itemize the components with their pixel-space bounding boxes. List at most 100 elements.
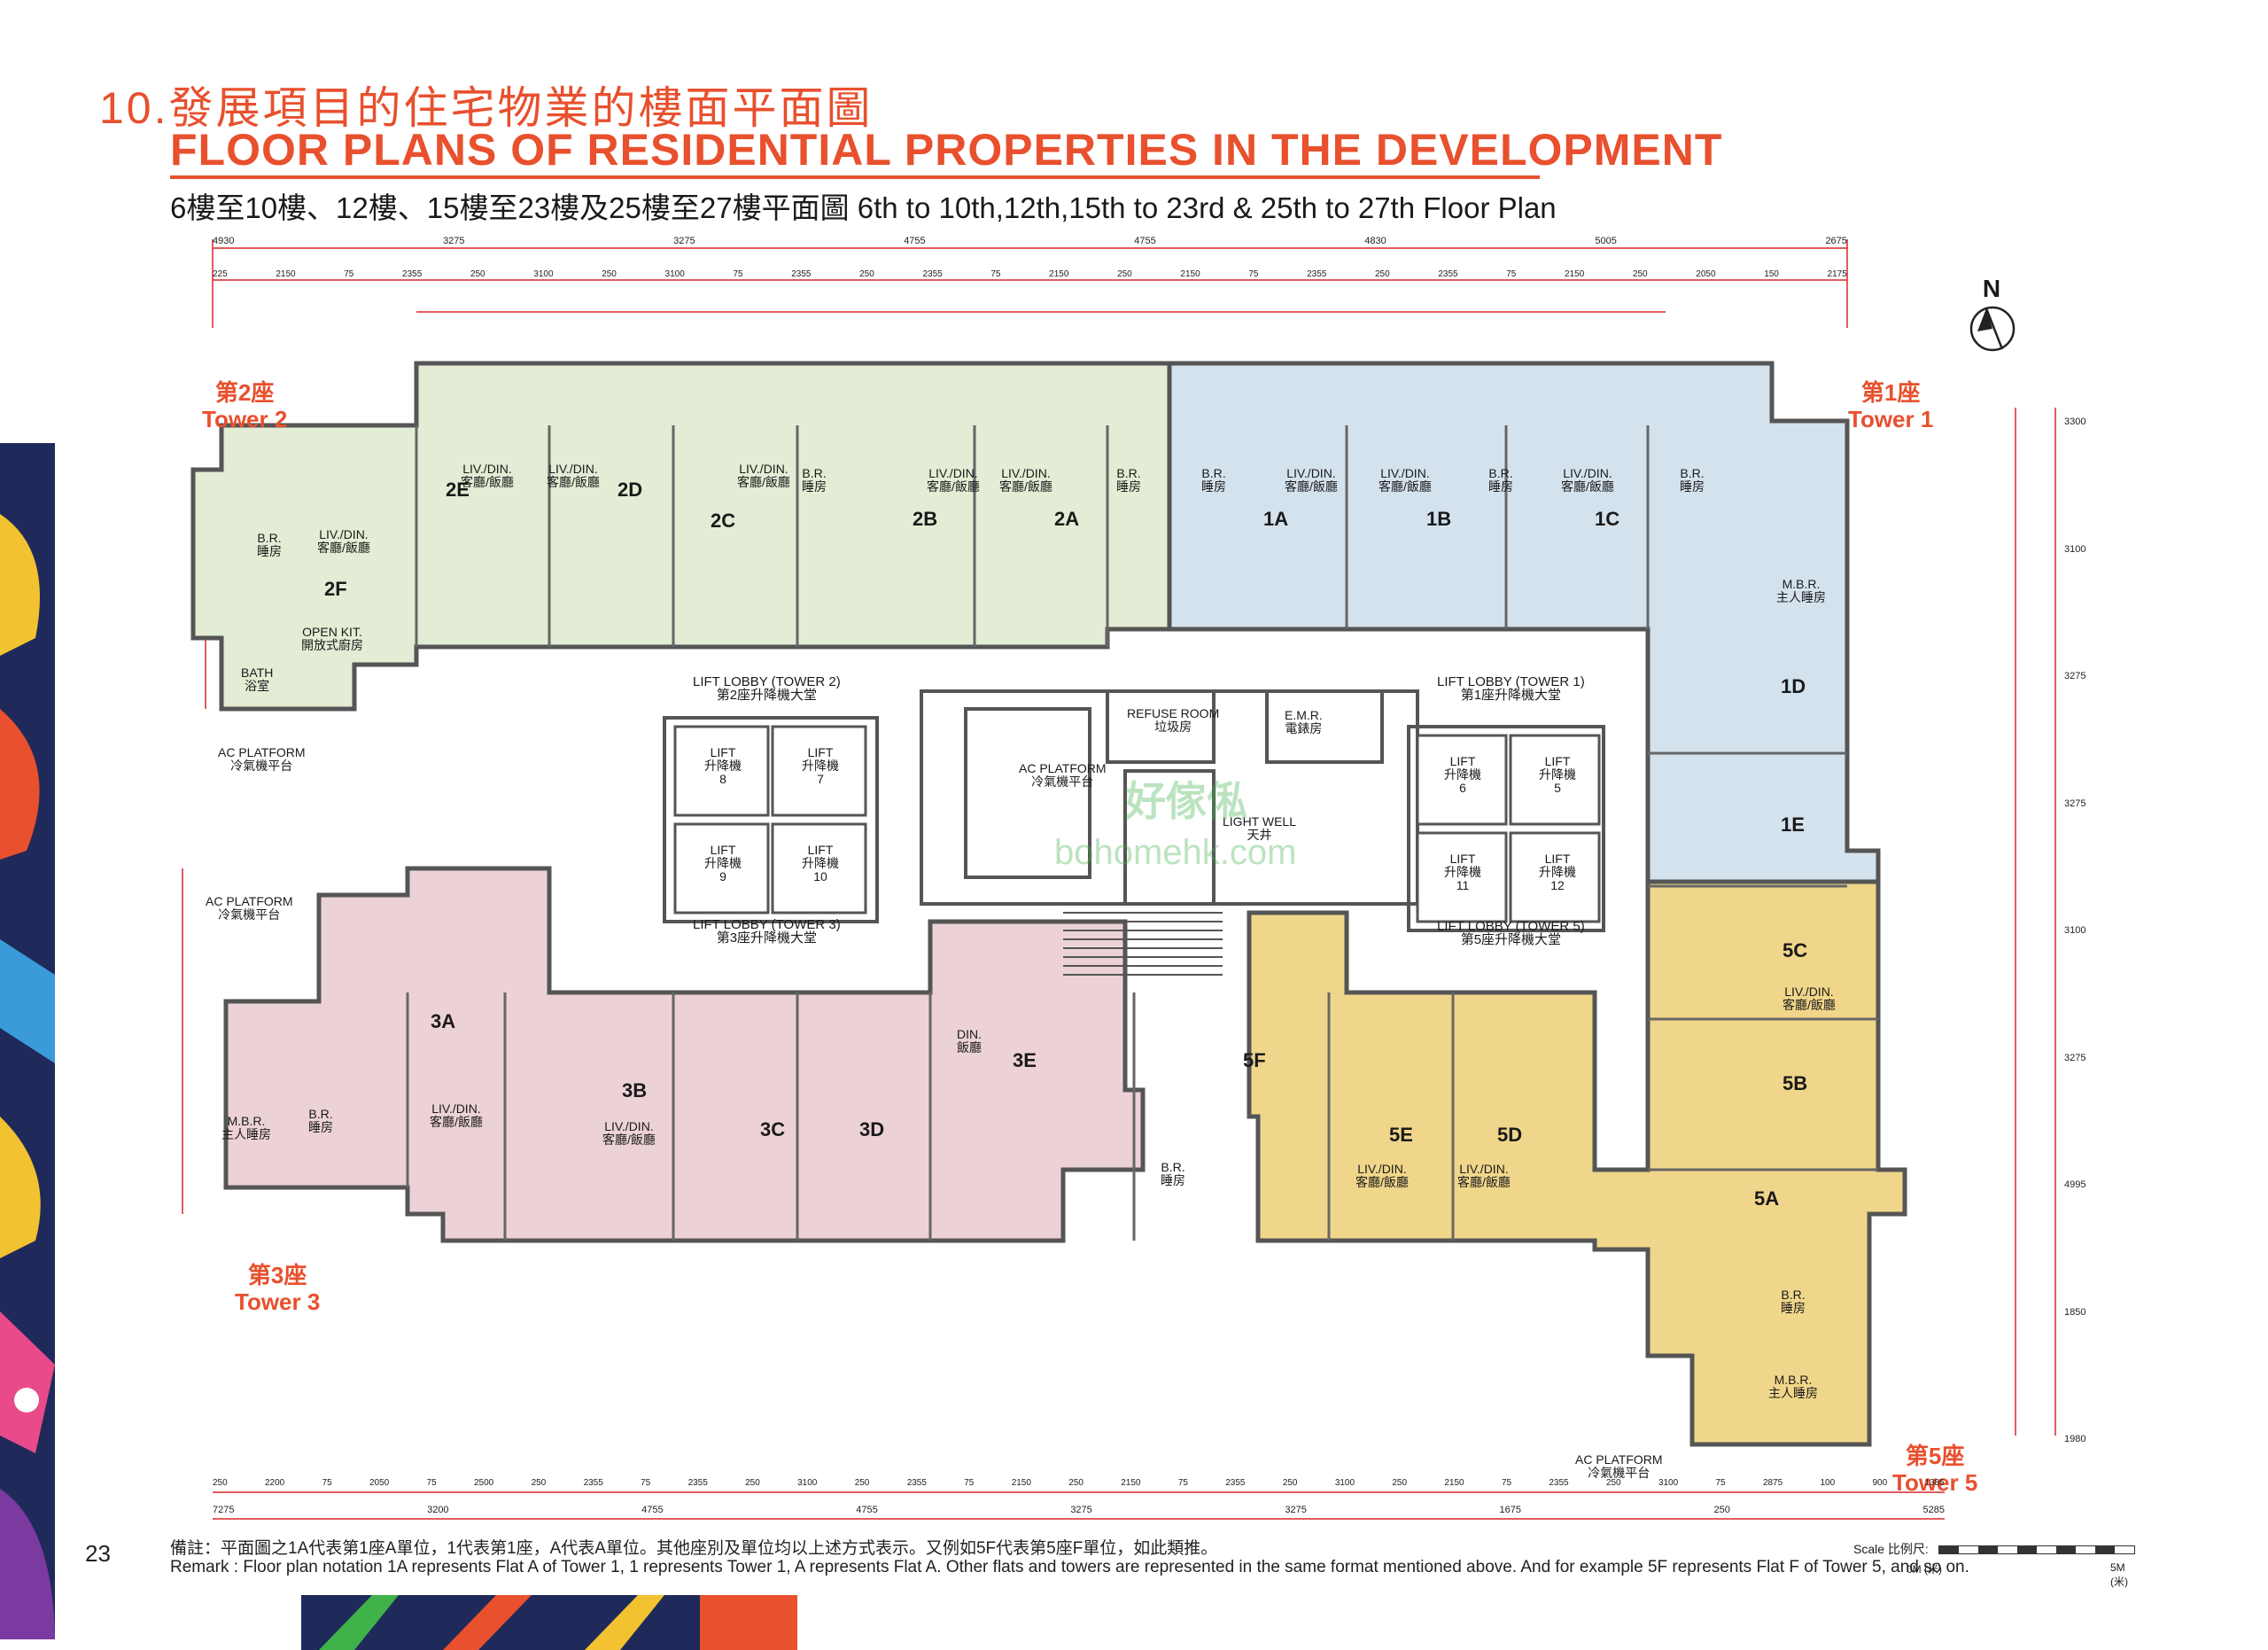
tower2-label-en: Tower 2	[202, 406, 288, 432]
tower1-label-en: Tower 1	[1848, 406, 1934, 432]
room-3A-br: B.R.睡房	[308, 1107, 333, 1134]
scale-five: 5M (米)	[2110, 1561, 2128, 1588]
room-5A-br: B.R.睡房	[1781, 1288, 1806, 1315]
room-3E-din: DIN.飯廳	[957, 1027, 982, 1055]
watermark: 好傢俬 bohomehk.com	[992, 769, 1400, 902]
unit-3A: 3A	[431, 1010, 456, 1032]
unit-1C: 1C	[1595, 508, 1620, 530]
unit-2F: 2F	[324, 578, 347, 600]
north-compass: N	[1965, 275, 2018, 363]
room-2F-livdin: LIV./DIN.客廳/飯廳	[317, 527, 370, 555]
lift-lobby-t2: LIFT LOBBY (TOWER 2)第2座升降機大堂	[693, 674, 841, 703]
decorative-bottom-art	[301, 1595, 797, 1650]
unit-3E: 3E	[1013, 1049, 1037, 1071]
unit-5A: 5A	[1754, 1187, 1780, 1210]
unit-1B: 1B	[1426, 508, 1452, 530]
room-5A-mbr: M.B.R.主人睡房	[1768, 1373, 1818, 1400]
room-5C-livdin: LIV./DIN.客廳/飯廳	[1783, 985, 1836, 1012]
scale-zero: 0M (米)	[1907, 1563, 1942, 1576]
title-underline	[170, 175, 1540, 179]
unit-2D: 2D	[617, 479, 643, 501]
room-2D-livdin: LIV./DIN.客廳/飯廳	[547, 462, 600, 489]
bottom-dimension-lines	[213, 1491, 1945, 1520]
page-title-zh: 10.發展項目的住宅物業的樓面平面圖	[99, 83, 874, 133]
room-2A-livdin: LIV./DIN.客廳/飯廳	[999, 466, 1052, 494]
north-label: N	[1982, 275, 2001, 302]
unit-1A: 1A	[1263, 508, 1289, 530]
right-dimension-lines	[2015, 408, 2056, 1436]
emr-room-t1: E.M.R.電錶房	[1285, 708, 1323, 735]
interior-partitions	[406, 425, 1878, 1241]
tower5-label-zh: 第5座	[1905, 1443, 1965, 1469]
lift-lobby-t5: LIFT LOBBY (TOWER 5)第5座升降機大堂	[1437, 919, 1585, 947]
room-2A-br: B.R.睡房	[1116, 466, 1141, 494]
room-1A-livdin: LIV./DIN.客廳/飯廳	[1285, 466, 1338, 494]
top-dimension-lines	[212, 239, 1848, 328]
unit-3D: 3D	[859, 1118, 885, 1140]
unit-2C: 2C	[711, 510, 736, 532]
room-5D-livdin: LIV./DIN.客廳/飯廳	[1457, 1162, 1511, 1189]
tower2-label: 第2座 Tower 2	[202, 379, 287, 432]
unit-1D: 1D	[1781, 675, 1806, 697]
tower2-label-zh: 第2座	[214, 379, 275, 406]
lift-shafts	[673, 725, 1601, 923]
unit-5D: 5D	[1497, 1124, 1523, 1146]
tower3-label-zh: 第3座	[247, 1262, 307, 1288]
stairs	[1063, 912, 1223, 976]
tower3-label-en: Tower 3	[235, 1288, 321, 1315]
unit-2B: 2B	[913, 508, 938, 530]
unit-5E: 5E	[1389, 1124, 1413, 1146]
watermark-cn: 好傢俬	[1125, 778, 1247, 824]
room-2F-br: B.R.睡房	[257, 531, 282, 558]
decorative-side-art	[0, 443, 55, 1639]
room-2C-br: B.R.睡房	[802, 466, 827, 494]
floor-plan-drawing	[182, 239, 2056, 1520]
page-title-en: FLOOR PLANS OF RESIDENTIAL PROPERTIES IN…	[170, 125, 1723, 175]
unit-5F: 5F	[1243, 1049, 1266, 1071]
room-1B-livdin: LIV./DIN.客廳/飯廳	[1379, 466, 1432, 494]
lift-lobby-t1: LIFT LOBBY (TOWER 1)第1座升降機大堂	[1437, 674, 1585, 703]
room-3B-livdin: LIV./DIN.客廳/飯廳	[602, 1119, 656, 1147]
tower5-label: 第5座 Tower 5	[1892, 1443, 1977, 1496]
watermark-en: bohomehk.com	[1054, 833, 1297, 872]
room-1C-mbr: M.B.R.主人睡房	[1776, 577, 1826, 604]
remark-en: Remark : Floor plan notation 1A represen…	[170, 1558, 1969, 1576]
unit-5B: 5B	[1783, 1072, 1808, 1094]
room-5E-livdin: LIV./DIN.客廳/飯廳	[1355, 1162, 1409, 1189]
scale-bar: Scale 比例尺: 0M (米) 5M (米)	[1853, 1540, 2137, 1593]
unit-1E: 1E	[1781, 813, 1805, 836]
tower3-block	[223, 866, 1146, 1243]
unit-2E: 2E	[446, 479, 470, 501]
room-2E-livdin: LIV./DIN.客廳/飯廳	[461, 462, 514, 489]
room-1C-br: B.R.睡房	[1680, 466, 1705, 494]
tower1-label-zh: 第1座	[1860, 379, 1921, 406]
tower3-label: 第3座 Tower 3	[235, 1262, 320, 1315]
room-2C-livdin: LIV./DIN.客廳/飯廳	[737, 462, 790, 489]
room-1C-livdin: LIV./DIN.客廳/飯廳	[1561, 466, 1614, 494]
room-1A-br: B.R.睡房	[1201, 466, 1226, 494]
scale-label: Scale 比例尺:	[1853, 1542, 1929, 1556]
tower2-block	[190, 361, 1216, 712]
room-1B-br: B.R.睡房	[1488, 466, 1513, 494]
scale-bar-graphic	[1938, 1545, 2135, 1554]
room-5F-br: B.R.睡房	[1161, 1160, 1185, 1187]
unit-5C: 5C	[1783, 939, 1808, 961]
